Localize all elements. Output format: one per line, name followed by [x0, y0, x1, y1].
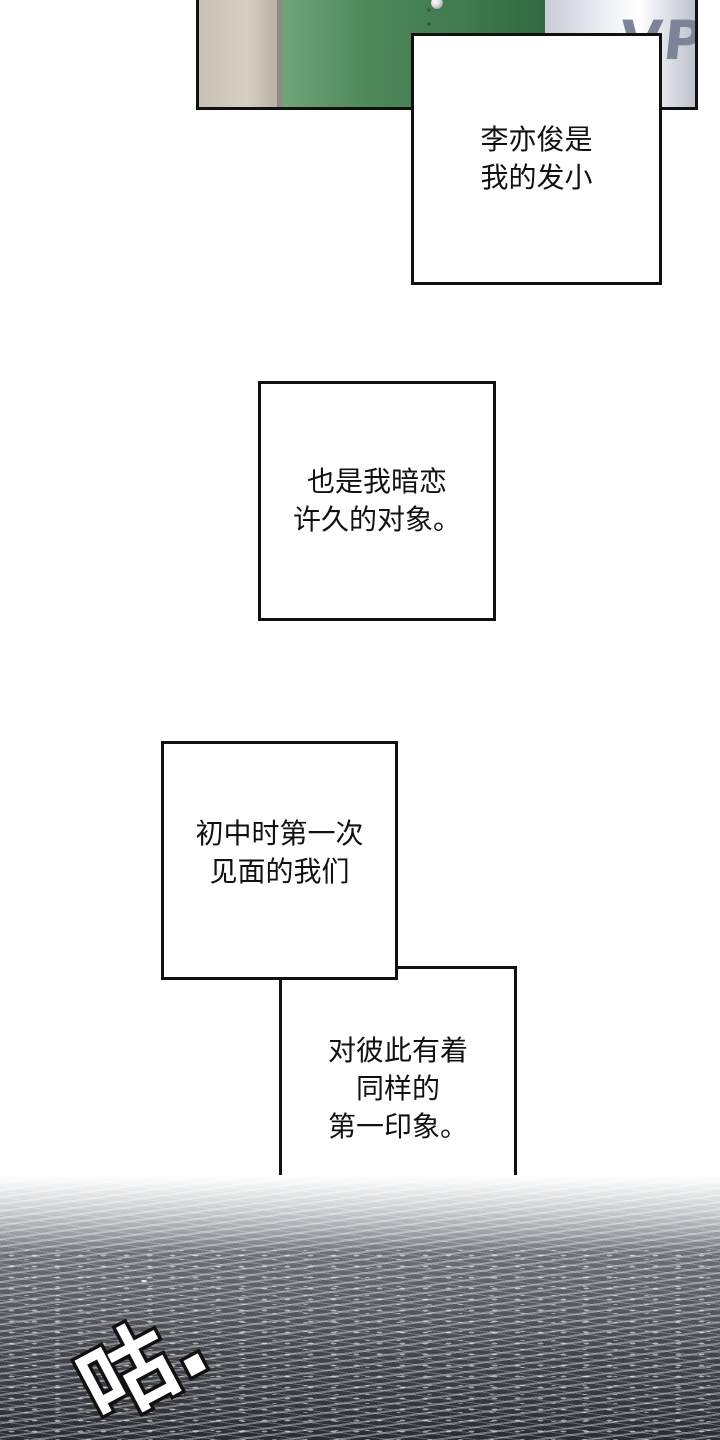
caption-line: 第一印象。: [327, 1110, 468, 1143]
caption-text: 初中时第一次 见面的我们: [195, 815, 363, 891]
caption-line: 对彼此有着: [327, 1034, 468, 1067]
caption-line: 李亦俊是: [480, 123, 593, 156]
caption-line: 同样的: [355, 1072, 440, 1105]
water-glint: [0, 1250, 720, 1440]
caption-box-1: 李亦俊是 我的发小: [411, 33, 662, 285]
caption-box-2: 也是我暗恋 许久的对象。: [258, 381, 496, 621]
caption-box-3: 初中时第一次 见面的我们: [161, 741, 398, 980]
wall: [199, 0, 279, 107]
caption-text: 对彼此有着 同样的 第一印象。: [328, 1032, 468, 1146]
caption-line: 见面的我们: [209, 854, 350, 888]
caption-line: 初中时第一次: [195, 816, 364, 850]
caption-line: 也是我暗恋: [306, 465, 447, 498]
wall-edge: [277, 0, 283, 107]
caption-line: 许久的对象。: [292, 503, 461, 536]
caption-box-4: 对彼此有着 同样的 第一印象。: [279, 966, 517, 1206]
screw-icon: [431, 0, 443, 9]
caption-line: 我的发小: [480, 161, 593, 194]
caption-text: 也是我暗恋 许久的对象。: [293, 463, 461, 539]
caption-text: 李亦俊是 我的发小: [480, 121, 592, 197]
